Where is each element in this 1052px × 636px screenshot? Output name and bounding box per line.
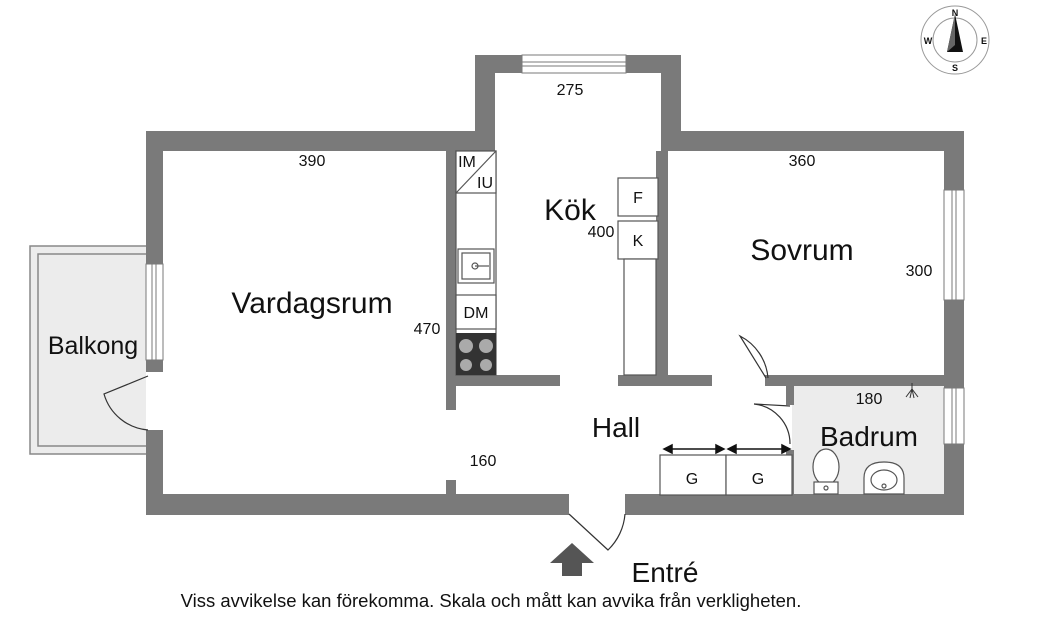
compass-icon: N E S W [920, 5, 990, 75]
fixture-label-dm: DM [464, 305, 489, 322]
room-label-hall: Hall [592, 412, 640, 443]
fixture-label-im: IM [458, 154, 476, 171]
disclaimer-text: Viss avvikelse kan förekomma. Skala och … [181, 590, 802, 611]
dim-vardagsrum-depth: 470 [414, 321, 441, 338]
room-label-kok: Kök [544, 194, 597, 227]
room-label-vardagsrum: Vardagsrum [231, 287, 392, 320]
entrance-arrow-icon [550, 543, 594, 576]
compass-s: S [952, 63, 958, 73]
fixture-label-wardrobe-1: G [686, 471, 698, 488]
dim-sovrum-depth: 300 [906, 263, 933, 280]
room-label-badrum: Badrum [820, 421, 918, 452]
dim-vardagsrum-width: 390 [299, 153, 326, 170]
entrance-label: Entré [632, 557, 699, 588]
shower-head-icon [905, 383, 919, 399]
room-label-sovrum: Sovrum [750, 234, 853, 267]
fixture-label-iu: IU [477, 175, 493, 192]
dim-badrum-width: 180 [856, 391, 883, 408]
fixture-label-fridge: F [633, 190, 643, 207]
compass-n: N [952, 8, 959, 18]
dim-sovrum-width: 360 [789, 153, 816, 170]
dim-kok-width: 275 [557, 82, 584, 99]
wardrobe-arrows [662, 443, 792, 455]
fixture-label-wardrobe-2: G [752, 471, 764, 488]
washbasin [863, 461, 905, 495]
balkong-area [29, 245, 149, 455]
fridge-freezer [617, 177, 659, 376]
stove [456, 333, 496, 375]
toilet [812, 448, 840, 495]
windows [145, 54, 965, 445]
room-label-balkong: Balkong [48, 332, 138, 360]
fixture-label-freezer: K [633, 233, 644, 250]
dim-kok-depth: 400 [588, 224, 615, 241]
doors [103, 334, 791, 551]
compass-e: E [981, 36, 987, 46]
wardrobes [659, 454, 793, 496]
dim-hall-width: 160 [470, 453, 497, 470]
compass-w: W [924, 36, 933, 46]
